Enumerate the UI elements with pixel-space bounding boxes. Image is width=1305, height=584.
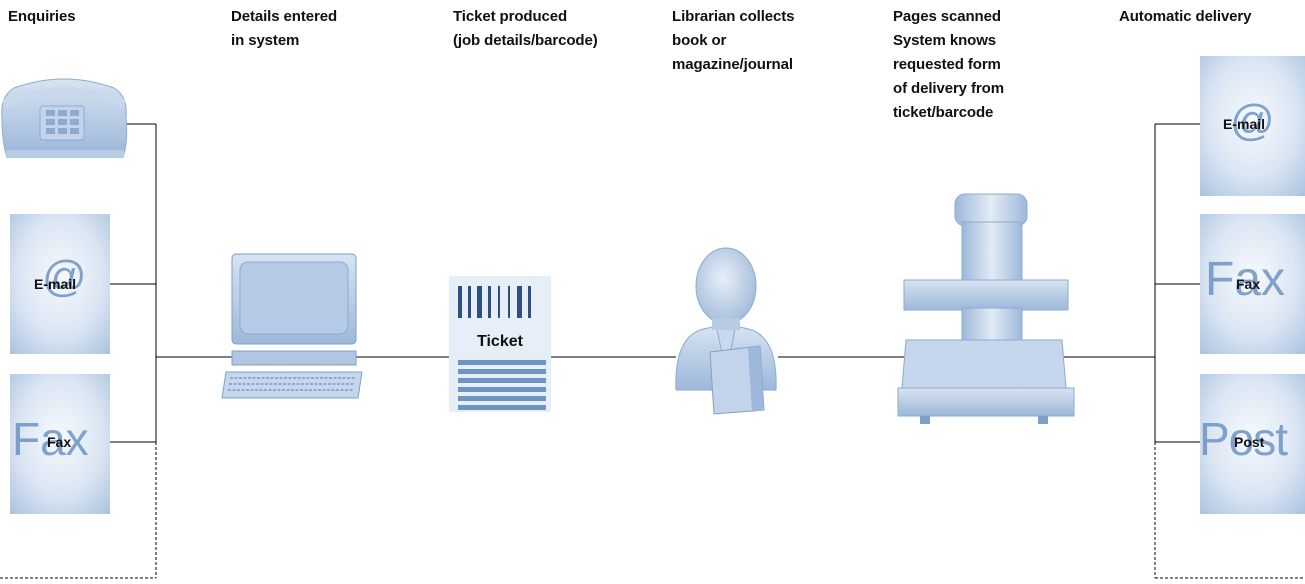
delivery-email-card bbox=[1200, 56, 1305, 196]
stage-title-enquiries: Enquiries bbox=[8, 8, 76, 25]
barcode-bar bbox=[477, 286, 482, 318]
barcode-bar bbox=[498, 286, 500, 318]
stage-title-ticket-produced: Ticket produced (job details/barcode) bbox=[453, 8, 598, 49]
barcode-bar bbox=[468, 286, 471, 318]
delivery-post-glyph: Post bbox=[1199, 413, 1288, 465]
delivery-fax-label: Fax bbox=[1236, 276, 1261, 292]
delivery-fax-glyph: Fax bbox=[1205, 253, 1286, 306]
enquiry-email-card bbox=[10, 214, 110, 354]
barcode-bar bbox=[528, 286, 531, 318]
barcode-bar bbox=[508, 286, 510, 318]
enquiry-fax-label: Fax bbox=[47, 434, 72, 450]
computer-icon bbox=[221, 253, 363, 399]
delivery-email-at-glyph: @ bbox=[1230, 96, 1275, 145]
ticket-icon bbox=[449, 276, 551, 412]
enquiry-fax-card bbox=[10, 374, 110, 514]
barcode-bar bbox=[458, 286, 462, 318]
enquiry-fax-glyph: Fax bbox=[12, 413, 89, 465]
delivery-post-card bbox=[1200, 374, 1305, 514]
delivery-post-label: Post bbox=[1234, 434, 1265, 450]
barcode-bar bbox=[488, 286, 491, 318]
stage-title-librarian-collects: Librarian collects book or magazine/jour… bbox=[672, 8, 795, 73]
delivery-email-label: E-mail bbox=[1223, 116, 1266, 132]
enquiry-email-at-glyph: @ bbox=[42, 252, 87, 301]
ticket-label: Ticket bbox=[477, 333, 523, 350]
stage-title-details-entered: Details entered in system bbox=[231, 8, 338, 49]
connector-lines bbox=[0, 123, 1305, 579]
delivery-fax-card bbox=[1200, 214, 1305, 354]
stage-title-pages-scanned: Pages scanned System knows requested for… bbox=[893, 8, 1004, 121]
scanner-icon bbox=[897, 193, 1075, 424]
barcode-bar bbox=[517, 286, 522, 318]
enquiry-email-label: E-mail bbox=[34, 276, 77, 292]
stage-title-automatic-delivery: Automatic delivery bbox=[1119, 8, 1252, 25]
telephone-icon bbox=[1, 78, 128, 158]
librarian-icon bbox=[675, 247, 777, 415]
